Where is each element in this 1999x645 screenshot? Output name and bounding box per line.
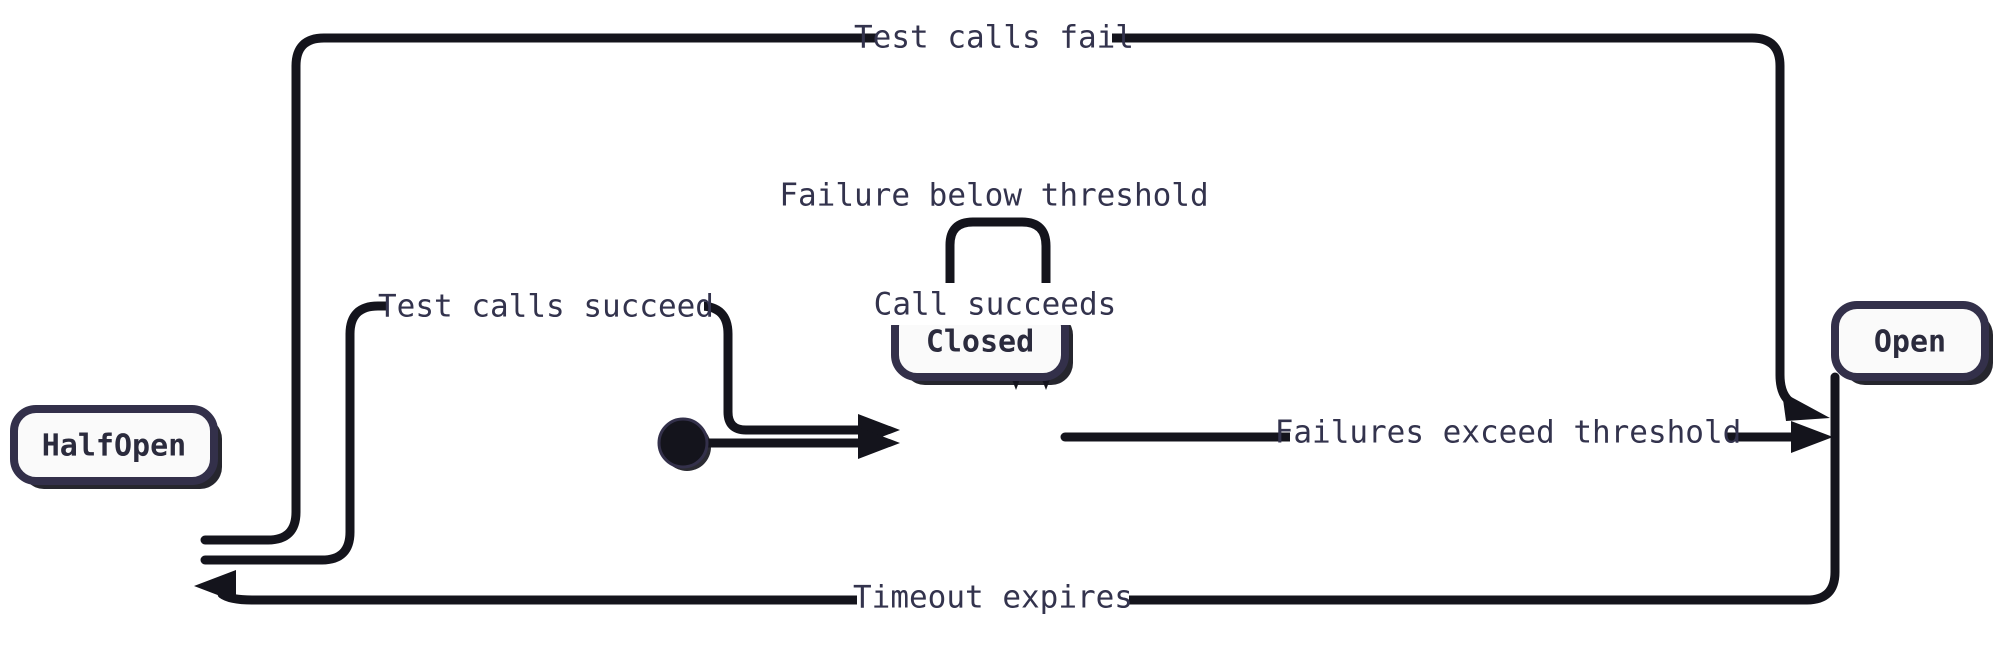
edge-label-failure-below-threshold: Failure below threshold — [779, 174, 1209, 216]
edge-label-failures-exceed-threshold: Failures exceed threshold — [1275, 411, 1742, 453]
label-bg-test-calls-fail — [877, 16, 1112, 58]
edge-open-to-halfopen — [194, 372, 1840, 605]
arrowhead-start-closed — [858, 427, 900, 459]
label-text-timeout-expires: Timeout expires — [853, 580, 1133, 616]
arrowhead-halfopen-open — [1782, 392, 1830, 421]
label-text-call-succeeds: Call succeeds — [874, 287, 1117, 323]
edge-label-call-succeeds: Call succeeds — [874, 283, 1117, 325]
edge-label-test-calls-succeed: Test calls succeed — [378, 285, 714, 327]
arrowhead-closed-open — [1791, 421, 1833, 453]
open-node-label: Open — [1874, 325, 1946, 360]
label-text-test-calls-succeed: Test calls succeed — [378, 289, 714, 325]
label-text-test-calls-fail: Test calls fail — [854, 20, 1134, 56]
state-node-open[interactable]: Open — [1831, 301, 1993, 385]
edge-halfopen-to-open — [200, 33, 1830, 545]
edge-label-timeout-expires: Timeout expires — [853, 576, 1133, 618]
edge-path-halfopen-closed — [200, 301, 867, 565]
start-state-node[interactable] — [657, 417, 711, 471]
label-bg-timeout-expires — [857, 576, 1129, 618]
label-bg-test-calls-succeed — [388, 285, 704, 327]
arrowhead-open-halfopen — [194, 570, 236, 602]
edge-path-halfopen-open — [200, 33, 1800, 545]
edge-path-open-halfopen — [217, 372, 1840, 605]
open-node-box — [1831, 301, 1989, 381]
edge-path-closed-self-outer — [945, 217, 1051, 357]
edge-start-to-closed — [702, 427, 900, 459]
halfopen-node-box — [10, 405, 218, 485]
start-node-circle — [657, 417, 709, 469]
edge-label-test-calls-fail: Test calls fail — [854, 16, 1134, 58]
halfopen-node-label: HalfOpen — [42, 429, 187, 464]
state-node-halfopen[interactable]: HalfOpen — [10, 405, 222, 489]
edge-halfopen-to-closed — [200, 301, 900, 565]
closed-node-label: Closed — [926, 325, 1034, 360]
label-bg-call-succeeds — [878, 283, 1112, 325]
label-text-failures-exceed-threshold: Failures exceed threshold — [1275, 415, 1742, 451]
label-bg-failure-below-threshold — [794, 174, 1194, 216]
label-text-failure-below-threshold: Failure below threshold — [779, 178, 1208, 214]
label-bg-failures-exceed-threshold — [1290, 411, 1727, 453]
